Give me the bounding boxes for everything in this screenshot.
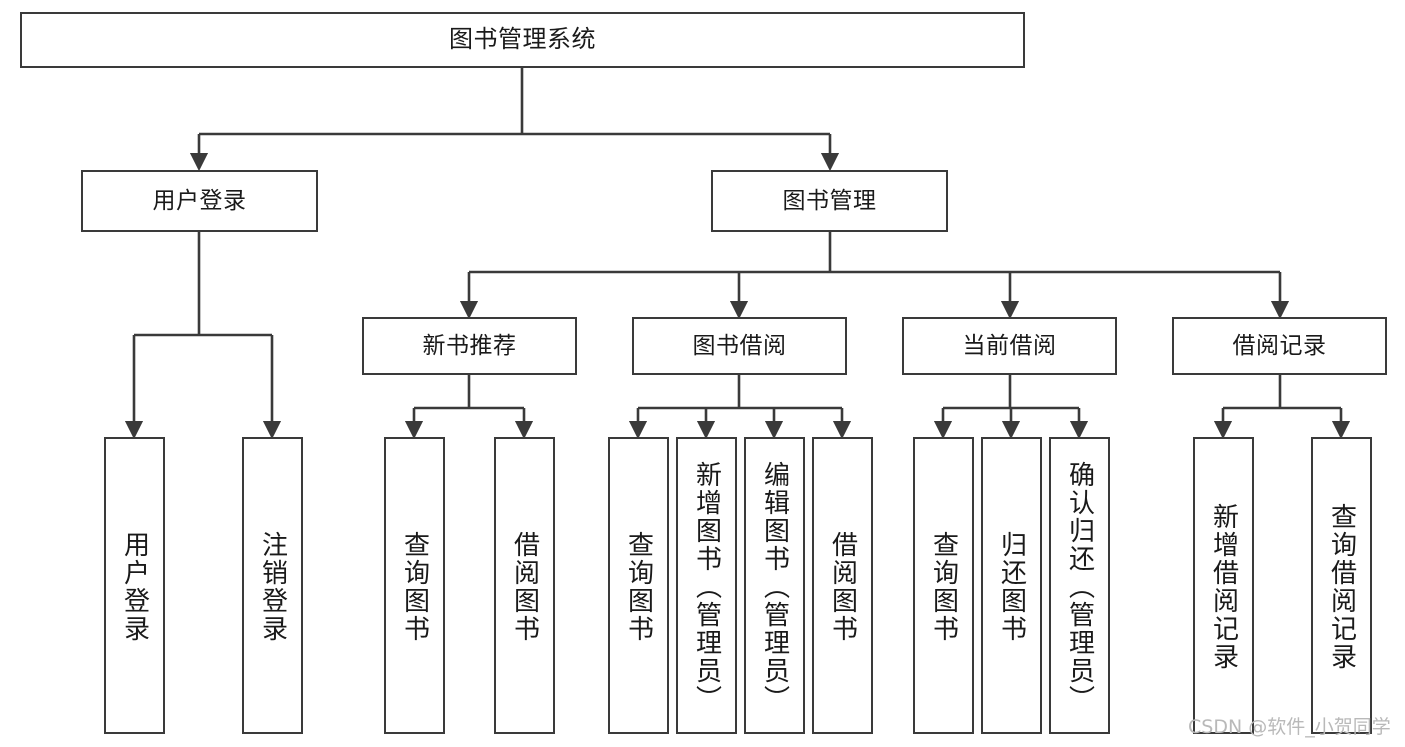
node-leaf-borrow-book-1[interactable]: 借阅图书	[494, 437, 555, 734]
node-leaf-query-book-3[interactable]: 查询图书	[913, 437, 974, 734]
node-label: 查询图书	[623, 530, 654, 643]
node-label: 归还图书	[996, 530, 1027, 643]
node-label: 用户登录	[119, 530, 150, 643]
node-label: 查询借阅记录	[1326, 502, 1357, 671]
node-leaf-edit-book[interactable]: 编辑图书（管理员）	[744, 437, 805, 734]
node-leaf-logout-login[interactable]: 注销登录	[242, 437, 303, 734]
node-label: 图书借阅	[692, 332, 787, 359]
node-leaf-user-login[interactable]: 用户登录	[104, 437, 165, 734]
node-label: 编辑图书（管理员）	[759, 460, 790, 713]
node-leaf-return-book[interactable]: 归还图书	[981, 437, 1042, 734]
node-label: 新增图书（管理员）	[691, 460, 722, 713]
node-label: 确认归还（管理员）	[1064, 460, 1095, 713]
node-label: 新书推荐	[422, 332, 517, 359]
node-label: 用户登录	[152, 187, 247, 214]
node-label: 图书管理系统	[449, 25, 596, 54]
node-leaf-borrow-book-2[interactable]: 借阅图书	[812, 437, 873, 734]
node-label: 注销登录	[257, 530, 288, 643]
node-label: 借阅记录	[1232, 332, 1327, 359]
node-label: 图书管理	[782, 187, 877, 214]
node-leaf-add-record[interactable]: 新增借阅记录	[1193, 437, 1254, 734]
node-leaf-confirm-return[interactable]: 确认归还（管理员）	[1049, 437, 1110, 734]
node-leaf-query-book-2[interactable]: 查询图书	[608, 437, 669, 734]
node-borrow-record[interactable]: 借阅记录	[1172, 317, 1387, 375]
node-user-login[interactable]: 用户登录	[81, 170, 318, 232]
node-root-system[interactable]: 图书管理系统	[20, 12, 1025, 68]
node-leaf-query-record[interactable]: 查询借阅记录	[1311, 437, 1372, 734]
node-new-book-rec[interactable]: 新书推荐	[362, 317, 577, 375]
node-book-borrow[interactable]: 图书借阅	[632, 317, 847, 375]
node-leaf-query-book-1[interactable]: 查询图书	[384, 437, 445, 734]
node-book-manage[interactable]: 图书管理	[711, 170, 948, 232]
node-leaf-add-book[interactable]: 新增图书（管理员）	[676, 437, 737, 734]
node-label: 当前借阅	[962, 332, 1057, 359]
node-label: 查询图书	[399, 530, 430, 643]
node-label: 借阅图书	[509, 530, 540, 643]
csdn-watermark: CSDN @软件_小贺同学	[1188, 716, 1391, 738]
node-label: 查询图书	[928, 530, 959, 643]
node-current-borrow[interactable]: 当前借阅	[902, 317, 1117, 375]
node-label: 借阅图书	[827, 530, 858, 643]
node-label: 新增借阅记录	[1208, 502, 1239, 671]
